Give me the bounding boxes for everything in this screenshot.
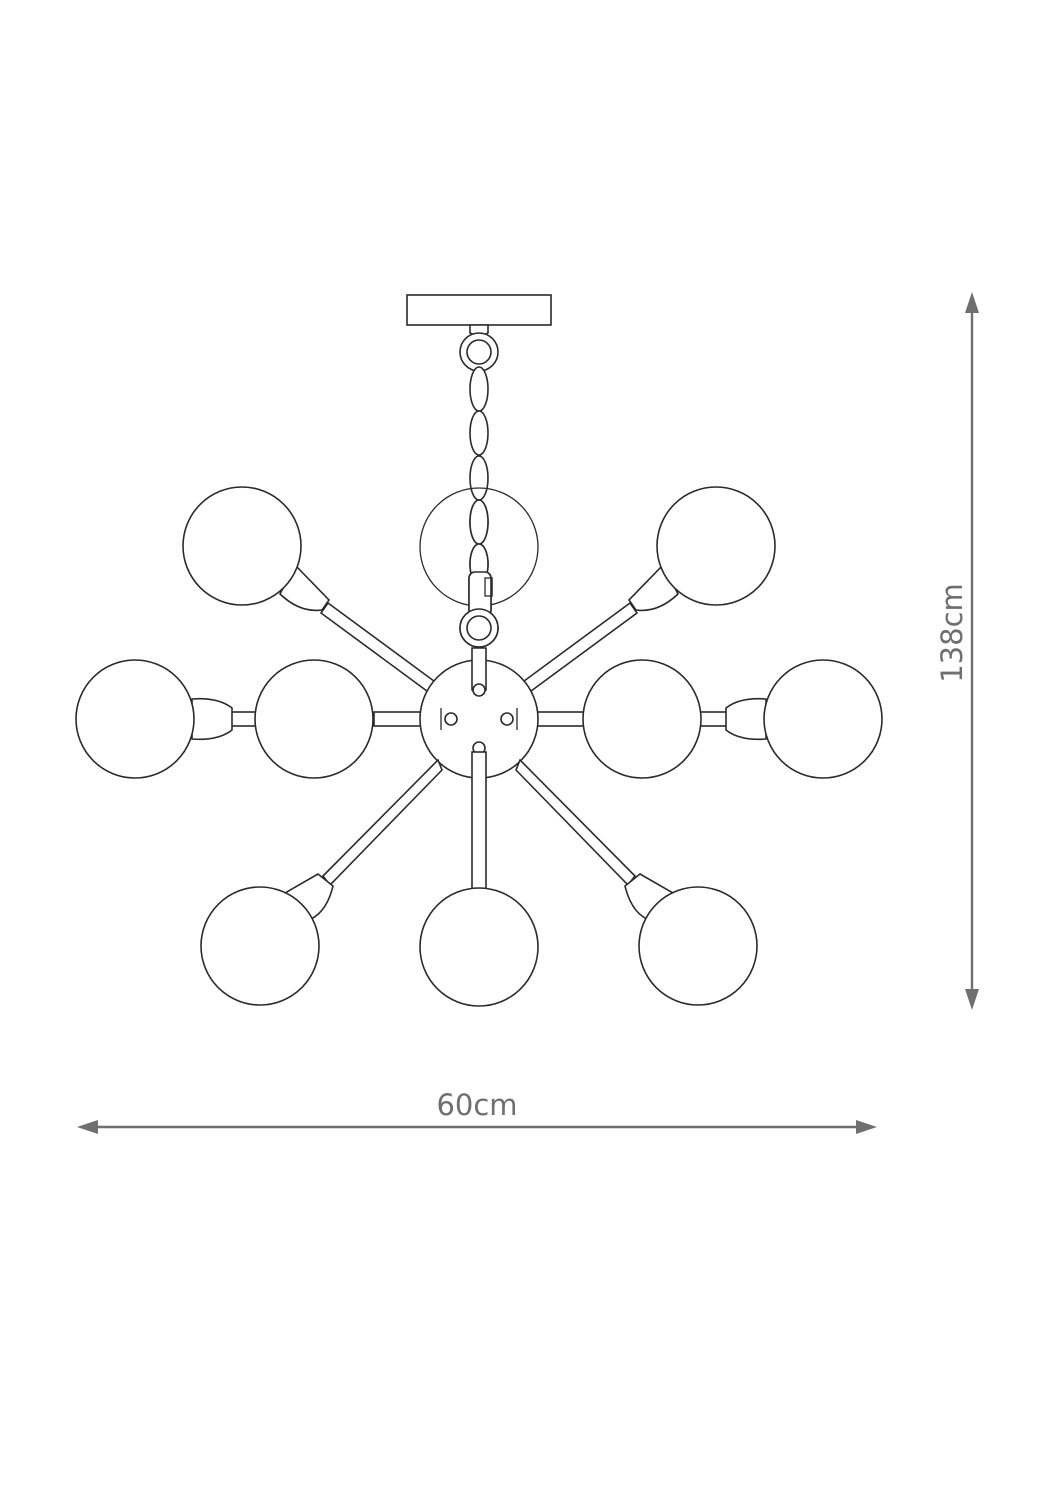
arm-far-right (699, 659, 883, 779)
height-label: 138cm (935, 583, 969, 683)
arm-bottom-left (200, 758, 443, 1006)
chain-front (459, 499, 499, 648)
width-label: 60cm (436, 1088, 517, 1122)
arm-bottom-right (515, 758, 758, 1006)
central-hub (419, 647, 539, 779)
arm-top-right (518, 486, 776, 696)
arm-bottom-center (419, 751, 539, 1007)
height-dimension: 138cm (935, 292, 979, 1010)
ceiling-plate (406, 294, 552, 326)
width-dimension: 60cm (77, 1088, 877, 1134)
arm-far-left (75, 659, 259, 779)
arm-top-left (182, 486, 440, 696)
